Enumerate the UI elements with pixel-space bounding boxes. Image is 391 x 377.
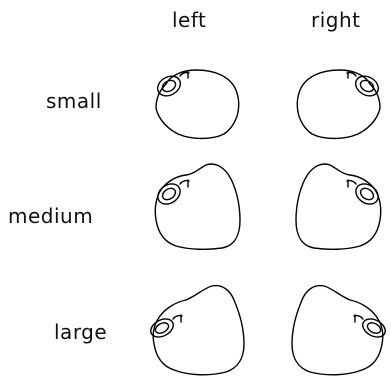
earbud-medium-right-icon [295,163,382,251]
column-header-right: right [311,8,361,32]
earbud-small-right-icon [296,69,381,140]
earbud-small-left-icon [155,69,240,140]
earbud-large-left-icon [150,284,245,376]
earbud-medium-left-icon [154,163,241,251]
earbud-large-right-icon [291,284,386,376]
column-header-left: left [172,8,207,32]
row-label-small: small [46,89,102,113]
row-label-medium: medium [8,204,94,228]
row-label-large: large [54,320,108,344]
